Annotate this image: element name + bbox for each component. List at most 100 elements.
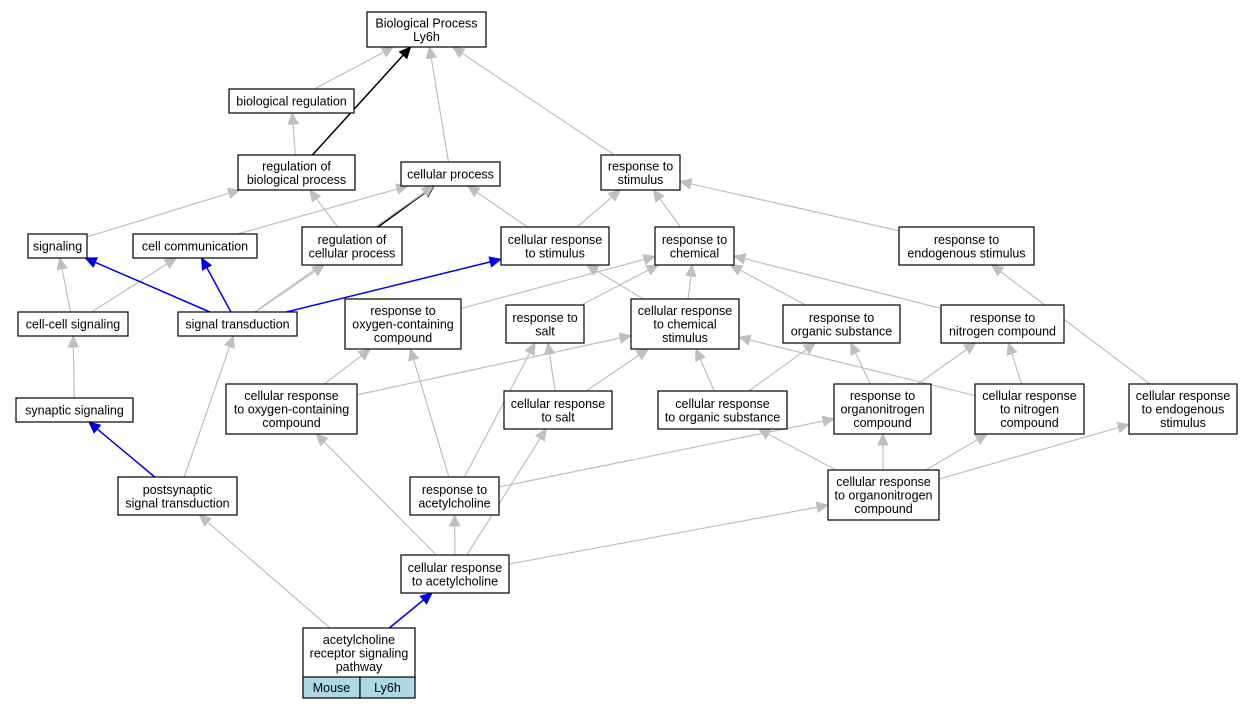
node-label-line: cellular response bbox=[508, 233, 603, 247]
node-box bbox=[833, 383, 932, 435]
node-box bbox=[654, 226, 735, 266]
edge-line bbox=[388, 599, 424, 629]
edge-arrowhead bbox=[398, 46, 412, 60]
go-term-node-synsig[interactable]: synaptic signaling bbox=[15, 397, 134, 423]
legend-organism-label: Mouse bbox=[313, 681, 351, 695]
edge-arrowhead bbox=[226, 187, 241, 199]
edge-arrowhead bbox=[645, 264, 660, 276]
edge-resp-to-root bbox=[451, 46, 615, 156]
node-label-line: to organic substance bbox=[665, 410, 780, 424]
edge-line bbox=[508, 506, 818, 565]
node-label-line: receptor signaling bbox=[310, 647, 409, 661]
node-label-line: compound bbox=[374, 331, 432, 345]
edge-line bbox=[286, 261, 491, 313]
edge-line bbox=[207, 521, 331, 629]
edge-crorgn-to-crnit bbox=[925, 433, 989, 471]
edge-line bbox=[687, 275, 692, 300]
node-label-line: response to bbox=[512, 311, 577, 325]
edge-arrowhead bbox=[642, 253, 657, 266]
edge-line bbox=[925, 439, 978, 471]
edge-arrowhead bbox=[585, 264, 600, 276]
node-label-line: to salt bbox=[541, 410, 575, 424]
node-label-line: cellular response bbox=[675, 397, 770, 411]
edge-roxy-to-rchem bbox=[460, 253, 657, 310]
edge-layer bbox=[56, 45, 1151, 629]
go-term-node-ccsig[interactable]: cell-cell signaling bbox=[17, 311, 129, 337]
node-label-line: stimulus bbox=[1160, 416, 1206, 430]
edge-arrowhead bbox=[678, 178, 693, 190]
edge-arrowhead bbox=[535, 427, 547, 442]
node-label-line: response to bbox=[850, 389, 915, 403]
edge-arrowhead bbox=[87, 421, 102, 434]
go-term-node-signaling[interactable]: signaling bbox=[27, 233, 88, 259]
node-box bbox=[237, 154, 356, 191]
node-box bbox=[302, 627, 416, 679]
edge-line bbox=[744, 258, 942, 310]
edge-line bbox=[1000, 271, 1151, 385]
edge-arrowhead bbox=[200, 256, 213, 271]
node-label-line: compound bbox=[1000, 416, 1058, 430]
edge-arrowhead bbox=[408, 347, 420, 362]
go-term-node-cellcomm[interactable]: cell communication bbox=[132, 233, 258, 259]
go-term-node-bioreg[interactable]: biological regulation bbox=[228, 88, 355, 114]
edge-line bbox=[86, 192, 230, 238]
edge-line bbox=[699, 358, 715, 392]
edge-line bbox=[498, 420, 824, 488]
edge-line bbox=[315, 198, 339, 228]
node-box bbox=[630, 298, 740, 350]
edge-arrowhead bbox=[308, 189, 322, 203]
edge-rsalt-to-rchem bbox=[581, 264, 660, 306]
edge-line bbox=[237, 188, 398, 235]
node-label-line: stimulus bbox=[618, 173, 664, 187]
edge-crchem-to-crs bbox=[585, 264, 644, 300]
edge-line bbox=[659, 198, 682, 228]
node-box bbox=[366, 11, 487, 48]
edge-line bbox=[292, 123, 296, 156]
node-box bbox=[15, 397, 134, 423]
edge-line bbox=[96, 428, 156, 478]
edge-arrowhead bbox=[1006, 341, 1018, 356]
edge-line bbox=[183, 346, 231, 478]
edge-arrowhead bbox=[420, 185, 435, 198]
node-box bbox=[400, 161, 501, 187]
node-label-line: endogenous stimulus bbox=[907, 246, 1025, 260]
edge-line bbox=[767, 433, 837, 471]
edge-arrowhead bbox=[802, 342, 817, 355]
node-box bbox=[409, 476, 500, 516]
edge-line bbox=[323, 441, 437, 556]
edge-line bbox=[739, 269, 806, 306]
go-term-node-sigtrans[interactable]: signal transduction bbox=[177, 311, 298, 337]
edge-crnit-to-rnit bbox=[1006, 341, 1023, 385]
node-label-line: Biological Process bbox=[375, 16, 477, 30]
node-label-line: cellular response bbox=[836, 475, 931, 489]
edge-line bbox=[748, 348, 807, 392]
go-term-node-cellproc[interactable]: cellular process bbox=[400, 161, 501, 187]
edge-arrowhead bbox=[877, 432, 889, 446]
node-label-line: postsynaptic bbox=[143, 483, 212, 497]
node-box bbox=[505, 304, 585, 344]
